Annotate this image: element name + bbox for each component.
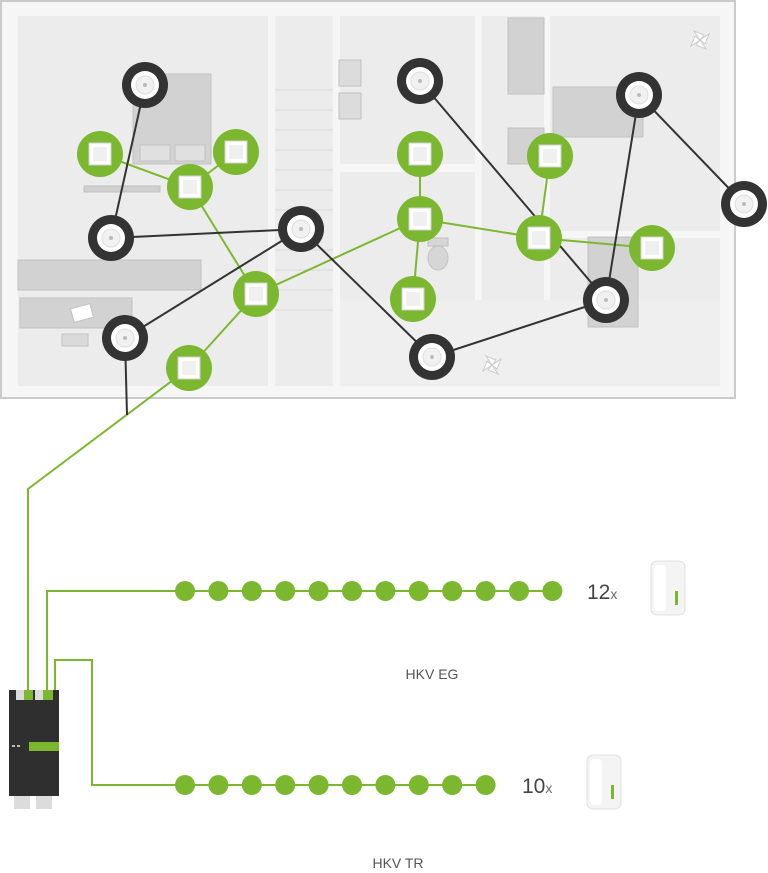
smoke-detector-icon [583,277,629,323]
smoke-detector-icon [721,181,767,227]
wall-switch-icon [390,276,436,322]
wall-switch-icon [167,164,213,210]
wardrobe [17,259,202,291]
radiator-valve-node [275,581,296,601]
hkv-eg-valve-chain [175,581,563,601]
radiator-valve-node [342,581,362,601]
wall-switch-icon [77,131,123,177]
wall-switch-nodes [77,129,675,391]
wall-switch-icon [629,225,675,271]
radiator-valve-node [275,775,296,795]
washbasin-bottom [338,92,362,120]
smoke-detector-icon [122,62,168,108]
wall-switch-icon [516,215,562,261]
radiator-valve-node [442,775,463,795]
pillow-right [174,144,206,162]
radiator-valve-node [308,775,329,795]
fan-icon [689,29,711,51]
detector-mesh-links [110,80,745,416]
smoke-detector-icon [102,315,148,361]
radiator-valve-node [475,581,496,601]
hkv-tr-label: HKV TR [372,855,423,871]
hkv-tr-count: 10x [522,775,552,798]
radiator-valve-node [509,581,529,601]
wall-switch-icon [397,196,443,242]
radiator-valve-node [175,581,195,601]
radiator-valve-node [241,581,262,601]
radiator-valve-icon [586,754,622,810]
smoke-detector-nodes [88,58,767,380]
radiator-valve-node [241,775,262,795]
radiator-valve-node [375,581,396,601]
toilet-tank [427,237,449,247]
room-stair-hall [275,16,333,386]
smoke-detector-icon [616,72,662,118]
smoke-detector-icon [409,334,455,380]
wall-switch-icon [233,271,279,317]
radiator-valve-node [342,775,362,795]
radiator-valve-node [208,581,229,601]
wall-switch-icon [397,131,443,177]
radiator-valve-node [408,775,429,795]
laptop [69,303,95,323]
hkv-eg-count-suffix: x [610,586,617,602]
radiator-valve-node [475,775,496,795]
hkv-eg-count: 12x [587,581,617,604]
radiator-valve-node [175,775,195,795]
furniture [17,17,644,347]
radiator-valve-node [208,775,229,795]
floor-plan [0,0,736,399]
bathtub [507,17,545,95]
smoke-detector-icon [278,206,324,252]
radiator-valve-node [408,581,429,601]
hkv-eg-label: HKV EG [406,666,459,682]
smoke-detector-icon [88,215,134,261]
radiator-valve-node [542,581,563,601]
hkv-eg-count-number: 12 [587,581,610,604]
radiator-valve-node [442,581,463,601]
wall-switch-icon [527,133,573,179]
wall-switch-icon [166,345,212,391]
hkv-tr-count-number: 10 [522,775,545,798]
radiator-valve-icon [650,560,686,616]
washbasin-top [338,59,362,87]
desk-chair [61,333,89,347]
radiator-valve-node [375,775,396,795]
wall-switch-icon [213,129,259,175]
gateway-device-icon [9,690,59,809]
toilet [427,245,449,271]
pillow-left [139,144,171,162]
hkv-tr-valve-chain [175,775,496,795]
hkv-tr-count-suffix: x [545,780,552,796]
switch-backbone-wire [27,367,190,690]
fan-icon [481,354,503,376]
staircase [275,89,333,311]
smoke-detector-icon [397,58,443,104]
hkv-eg-wire [46,590,552,690]
radiator-valve-node [308,581,329,601]
